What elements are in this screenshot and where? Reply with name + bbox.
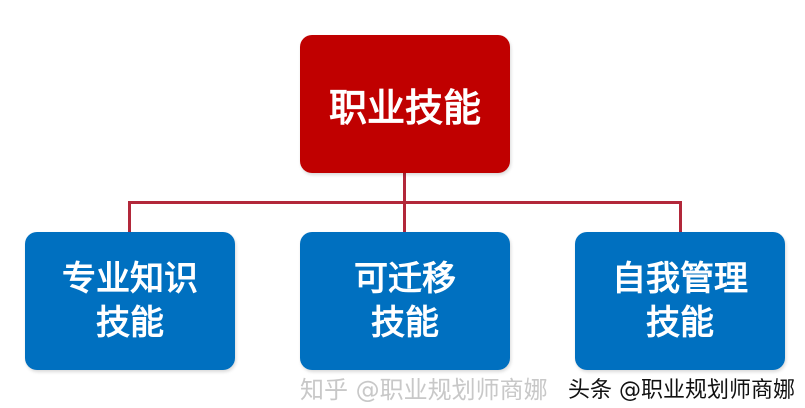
child-label-line2: 技能 <box>96 303 164 343</box>
connector-right-vertical <box>679 201 682 232</box>
child-label-line2: 技能 <box>646 303 714 343</box>
connector-horizontal <box>128 201 682 204</box>
watermark-zhihu: 知乎 @职业规划师商娜 <box>300 376 548 404</box>
child-node-transferable-skills: 可迁移技能 <box>300 232 510 370</box>
child-label-line2: 技能 <box>371 303 439 343</box>
child-node-professional-skills: 专业知识技能 <box>25 232 235 370</box>
watermark-toutiao: 头条 @职业规划师商娜 <box>568 378 795 403</box>
child-label-line1: 可迁移 <box>354 259 456 299</box>
child-node-self-management-skills: 自我管理技能 <box>575 232 785 370</box>
root-node-career-skills: 职业技能 <box>300 35 510 173</box>
connector-left-vertical <box>128 201 131 232</box>
child-label-line1: 自我管理 <box>612 259 748 299</box>
root-label: 职业技能 <box>328 85 481 130</box>
child-label-line1: 专业知识 <box>62 259 198 299</box>
